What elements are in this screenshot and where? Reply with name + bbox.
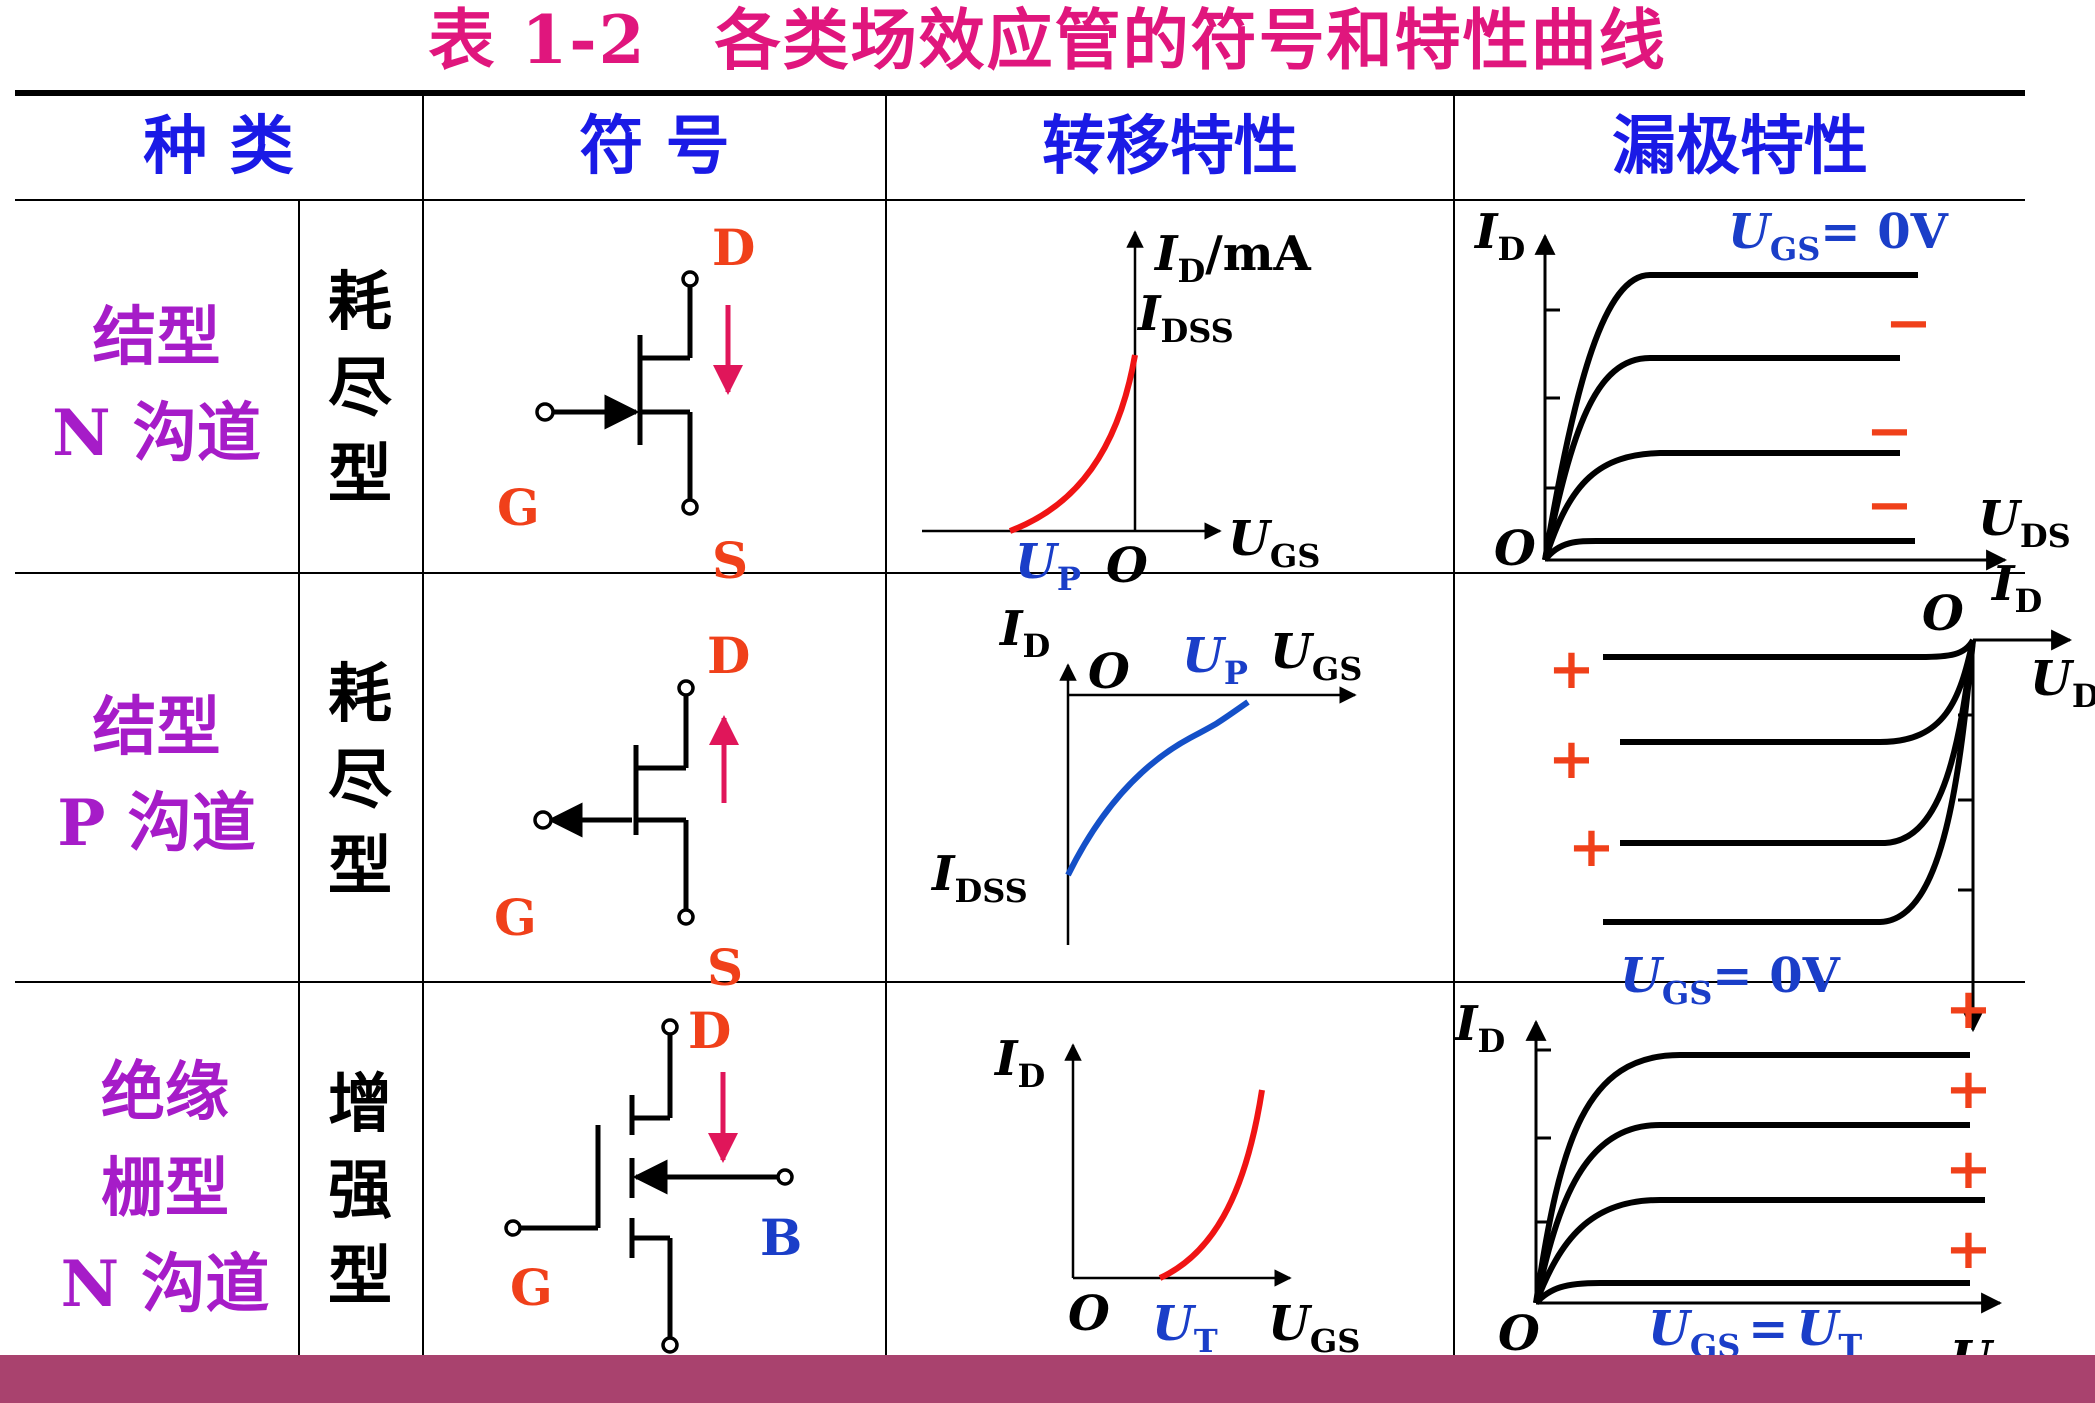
row1-mode-char3: 型 [328,437,392,512]
plus-sign-3: + [1945,1136,1992,1202]
terminal-d: D [707,626,750,685]
drain-axis-id: ID [1453,996,1505,1060]
terminal-d: D [712,218,755,277]
label-idss: IDSS [1136,286,1234,350]
drain-axis-uds: UD [2030,651,2095,715]
label-up: UP [1015,534,1081,598]
row1-category-line1: 结型 [92,300,221,375]
row3-mode: 增 强 型 [315,1062,405,1320]
label-ugs-0v: UGS= 0V [1728,204,1949,268]
label-ugs-0v: UGS= 0V [1620,948,1841,1012]
row1-category: 结型 N 沟道 [15,290,298,482]
row1-mode-char1: 耗 [328,265,392,340]
row1-category-line2: N 沟道 [52,396,261,471]
plus-sign-3: + [1568,814,1615,880]
terminal-g: G [510,1258,553,1317]
transfer-curve-p-jfet [1059,663,1357,945]
plus-sign-2: + [1945,1056,1992,1122]
row3-mode-char3: 型 [328,1239,392,1314]
row1-bottom-rule [15,572,2025,574]
drain-curves-n-mosfet [1525,1019,2003,1314]
plus-sign-1: + [1548,636,1595,702]
plus-sign-4: + [1945,1216,1992,1282]
row2-category-line1: 结型 [92,690,221,765]
header-symbol: 符 号 [579,109,730,184]
row3-category-line1: 绝缘 [101,1055,229,1130]
col-divider-type [298,201,300,1388]
row1-mode: 耗 尽 型 [315,260,405,518]
drain-origin-o: O [1498,1306,1540,1362]
label-idss: IDSS [930,846,1028,910]
drain-curves-n-jfet [1534,233,2008,571]
row3-category: 绝缘 栅型 N 沟道 [15,1045,315,1333]
row1-mode-char2: 尽 [328,351,392,426]
terminal-g: G [494,888,537,947]
row2-category-line2: P 沟道 [57,786,256,861]
header-bottom-rule [15,199,2025,201]
drain-axis-uds: UDS [1978,491,2071,555]
row2-mode-char2: 尽 [328,743,392,818]
col-divider-symbol [422,93,424,1388]
header-transfer: 转移特性 [1042,109,1298,184]
axis-label-id: ID [993,1031,1045,1095]
label-ugs-eq-ut: UGS=UT [1648,1301,1862,1365]
transfer-curve-n-mosfet [1064,1043,1292,1287]
minus-sign-2: − [1866,398,1913,464]
header-type: 种 类 [143,109,294,184]
drain-axis-id: ID [1990,556,2042,620]
terminal-g: G [497,478,540,537]
row3-mode-char2: 强 [328,1153,392,1228]
mosfet-n-enhancement-symbol [504,1018,794,1354]
axis-label-ugs: UGS [1228,511,1320,575]
row2-bottom-rule [15,981,2025,983]
terminal-s: S [712,531,748,590]
table-top-rule [15,90,2025,96]
minus-sign-1: − [1885,290,1932,356]
origin-o: O [1068,1286,1110,1342]
jfet-n-symbol [535,270,699,516]
axis-label-ugs: UGS [1268,1296,1360,1360]
terminal-s: S [707,938,743,997]
slide-footer-bar [0,1355,2095,1403]
plus-sign-2: + [1548,726,1595,792]
drain-origin-o: O [1922,586,1964,642]
minus-sign-3: − [1866,472,1913,538]
label-ut: UT [1152,1296,1218,1360]
transfer-curve-n-jfet [922,230,1222,540]
axis-label-id: ID [998,601,1050,665]
terminal-b: B [760,1208,802,1267]
label-up: UP [1182,628,1248,692]
header-drain: 漏极特性 [1612,109,1868,184]
row3-mode-char1: 增 [328,1067,392,1142]
row3-category-line2: 栅型 [101,1151,229,1226]
col-divider-drain [1453,93,1455,1388]
axis-label-id-ma: ID/mA [1153,226,1312,290]
axis-label-ugs: UGS [1270,624,1362,688]
drain-axis-id: ID [1473,204,1525,268]
drain-origin-o: O [1494,521,1536,577]
jfet-p-symbol [533,679,695,926]
row2-mode: 耗 尽 型 [315,652,405,910]
table-title: 表 1-2 各类场效应管的符号和特性曲线 [428,1,1667,79]
row2-mode-char1: 耗 [328,657,392,732]
row3-category-line3: N 沟道 [60,1247,270,1322]
origin-o: O [1088,644,1130,700]
drain-curves-p-jfet [1603,629,2073,1033]
origin-o: O [1106,538,1148,594]
col-divider-transfer [885,93,887,1388]
plus-sign-1: + [1945,976,1992,1042]
row2-category: 结型 P 沟道 [15,680,298,872]
terminal-d: D [688,1001,731,1060]
row2-mode-char3: 型 [328,829,392,904]
